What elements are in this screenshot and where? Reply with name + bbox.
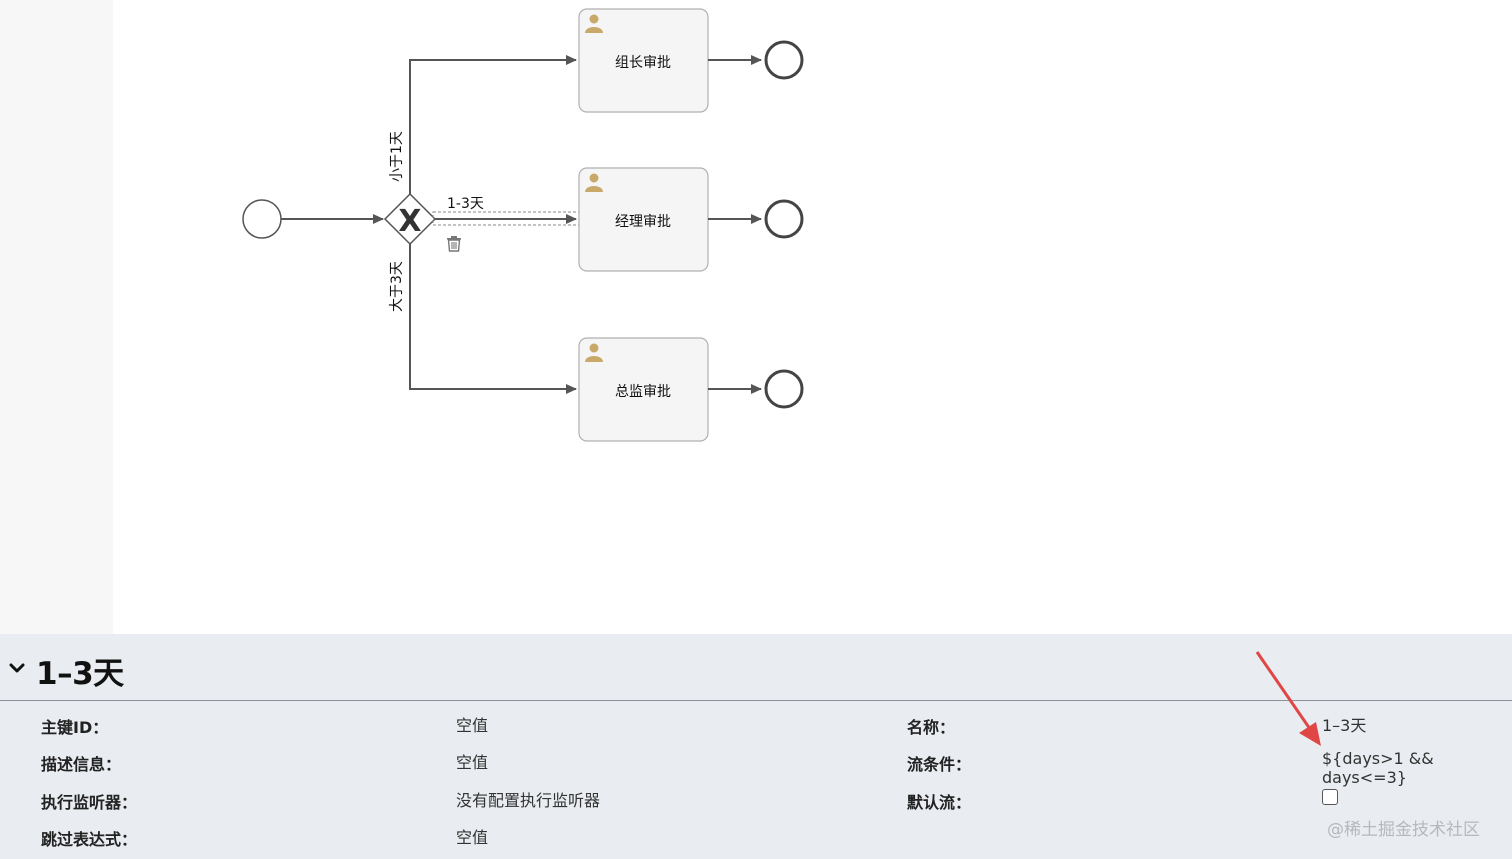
properties-title: 1–3天 (36, 656, 124, 692)
flow-label-less-than-1[interactable]: 小于1天 (389, 131, 405, 182)
flow-condition-value[interactable]: ${days>1 && days<=3} (1322, 749, 1434, 787)
description-label: 描述信息： (41, 755, 122, 774)
properties-header[interactable]: 1–3天 (0, 634, 1512, 701)
properties-panel: 1–3天 主键ID： 空值 描述信息： 空值 执行监听器： 没有配置执行监听器 … (0, 634, 1512, 859)
chevron-down-icon[interactable] (9, 660, 25, 676)
skip-expression-label: 跳过表达式： (41, 830, 138, 849)
sequence-flow-greater-than-3[interactable] (409, 244, 577, 394)
name-label: 名称： (907, 718, 956, 737)
user-icon (585, 343, 603, 362)
trash-icon[interactable] (447, 236, 461, 252)
user-icon (585, 173, 603, 192)
watermark: @稀土掘金技术社区 (1327, 820, 1480, 840)
process-diagram[interactable]: X 小于1天 1-3天 大于3天 组长审批 (0, 0, 1512, 634)
start-event[interactable] (242, 199, 282, 239)
sequence-flow-less-than-1[interactable] (409, 55, 577, 194)
gateway-x-icon: X (398, 204, 421, 239)
user-task-leader[interactable]: 组长审批 (578, 8, 709, 113)
user-task-director[interactable]: 总监审批 (578, 337, 709, 442)
execution-listener-value[interactable]: 没有配置执行监听器 (456, 791, 601, 810)
flow-label-1-to-3[interactable]: 1-3天 (447, 196, 484, 212)
id-value[interactable]: 空值 (456, 716, 489, 735)
default-flow-checkbox[interactable] (1322, 789, 1338, 805)
execution-listener-label: 执行监听器： (41, 793, 138, 812)
flow-label-greater-than-3[interactable]: 大于3天 (389, 261, 405, 312)
default-flow-label: 默认流： (907, 793, 972, 812)
end-event-director[interactable] (764, 369, 804, 409)
end-event-manager[interactable] (764, 199, 804, 239)
end-event-leader[interactable] (764, 40, 804, 80)
description-value[interactable]: 空值 (456, 753, 489, 772)
name-value[interactable]: 1–3天 (1322, 716, 1367, 735)
task-label-leader: 组长审批 (615, 55, 671, 71)
diagram-canvas[interactable] (113, 0, 1512, 634)
task-label-director: 总监审批 (615, 384, 671, 400)
exclusive-gateway[interactable]: X (383, 192, 437, 246)
user-task-manager[interactable]: 经理审批 (578, 167, 709, 272)
user-icon (585, 14, 603, 33)
flow-condition-label: 流条件： (907, 755, 972, 774)
task-label-manager: 经理审批 (615, 214, 671, 230)
skip-expression-value[interactable]: 空值 (456, 828, 489, 847)
palette-sidebar (0, 0, 113, 634)
id-label: 主键ID： (41, 718, 109, 737)
